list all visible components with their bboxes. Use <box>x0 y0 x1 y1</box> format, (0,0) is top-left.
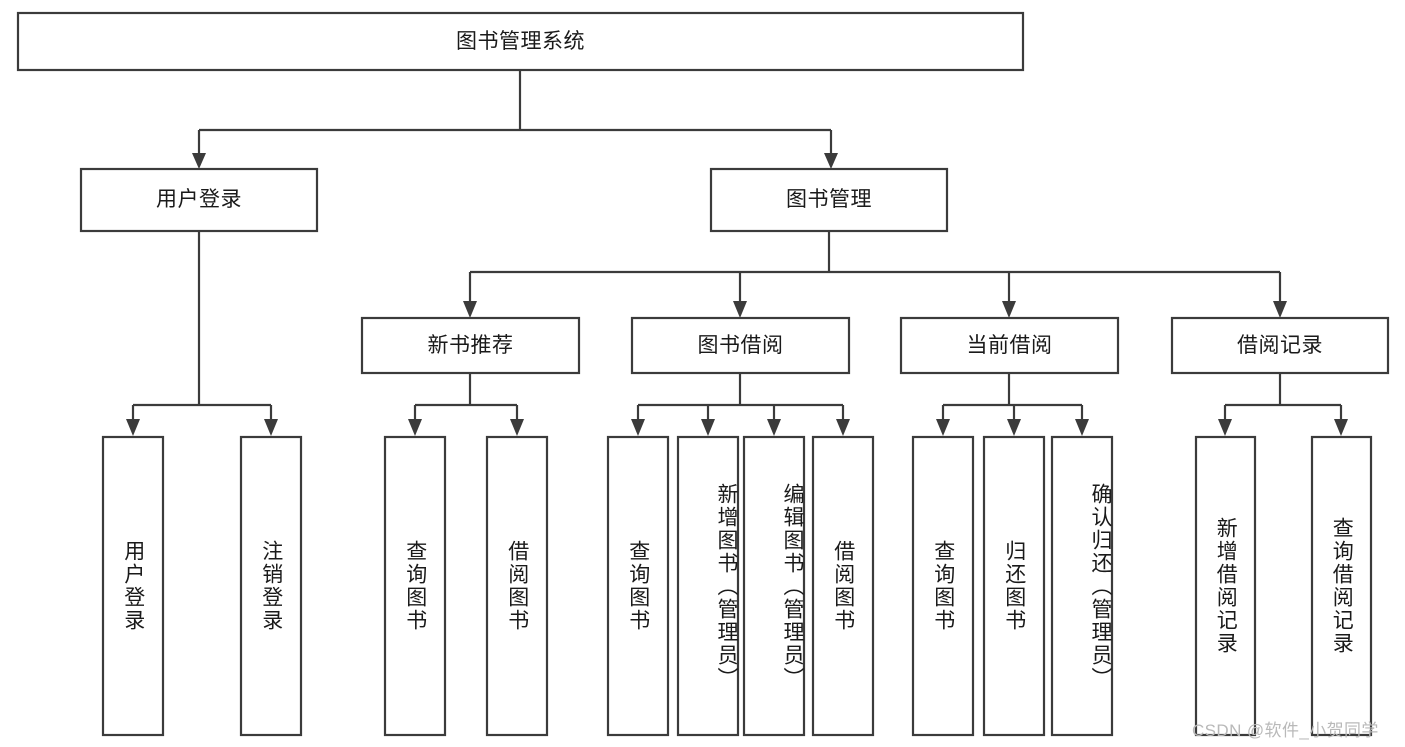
leaf-cur-query-box[interactable] <box>911 435 975 737</box>
node-book-manage-box[interactable] <box>709 167 949 233</box>
connector-borrow-record-to-leaves <box>1218 373 1348 436</box>
leaf-user-login-box[interactable] <box>101 435 165 737</box>
leaf-rec-add-box[interactable] <box>1194 435 1257 737</box>
leaf-borrow-query-box[interactable] <box>606 435 670 737</box>
node-new-book-rec-box[interactable] <box>360 316 581 375</box>
leaf-rec-query-box[interactable] <box>383 435 447 737</box>
node-book-borrow-box[interactable] <box>630 316 851 375</box>
connector-new-book-rec-to-leaves <box>408 373 524 436</box>
leaf-cur-confirm-box[interactable] <box>1050 435 1114 737</box>
leaf-borrow-lend-box[interactable] <box>811 435 875 737</box>
leaf-rec-search-box[interactable] <box>1310 435 1373 737</box>
leaf-rec-borrow-box[interactable] <box>485 435 549 737</box>
leaf-borrow-add-box[interactable] <box>676 435 740 737</box>
connector-root-to-level2 <box>192 70 838 169</box>
node-user-login-box[interactable] <box>79 167 319 233</box>
connector-current-borrow-to-leaves <box>936 373 1089 436</box>
node-current-borrow-box[interactable] <box>899 316 1120 375</box>
connector-user-login-to-leaves <box>126 231 278 436</box>
leaf-borrow-edit-box[interactable] <box>742 435 806 737</box>
csdn-watermark: CSDN @软件_小贺同学 <box>1192 721 1379 740</box>
leaf-user-logout-box[interactable] <box>239 435 303 737</box>
node-borrow-record-box[interactable] <box>1170 316 1390 375</box>
connector-book-borrow-to-leaves <box>631 373 850 436</box>
connector-book-manage-to-level3 <box>463 231 1287 318</box>
node-root-box[interactable] <box>16 11 1025 72</box>
leaf-cur-return-box[interactable] <box>982 435 1046 737</box>
